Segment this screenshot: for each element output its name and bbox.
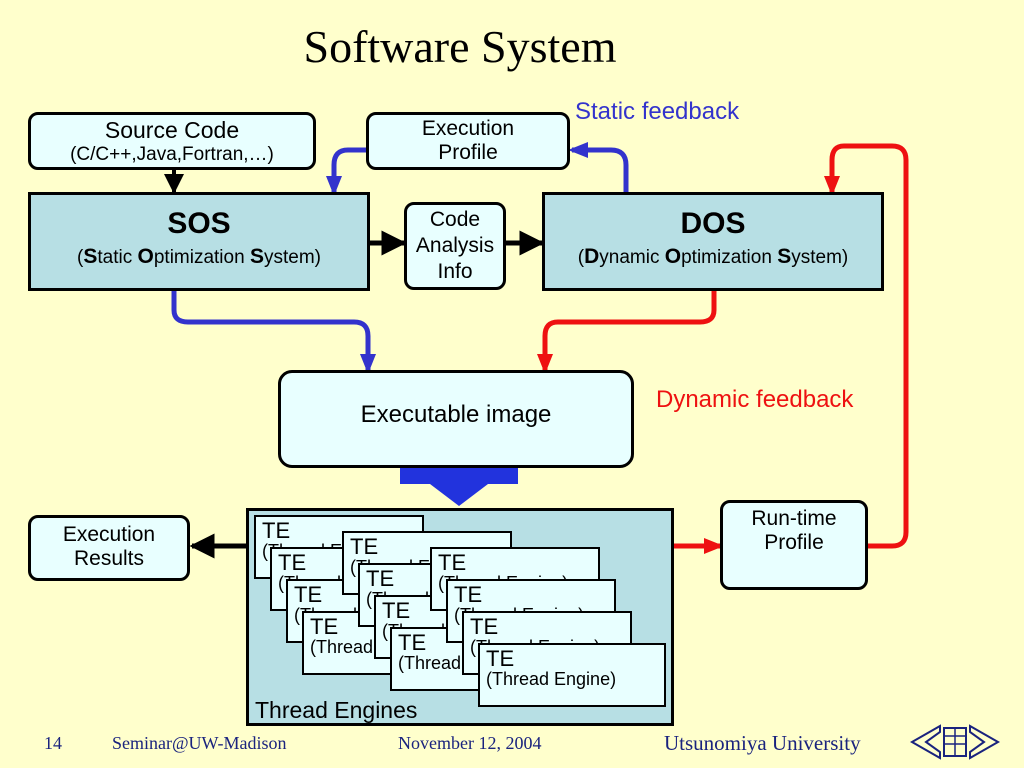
- thread-engines-label: Thread Engines: [255, 697, 418, 723]
- sos-subtitle: (Static Optimization System): [77, 245, 321, 268]
- source-code-title: Source Code: [104, 117, 240, 143]
- execution-profile-line1: Execution: [421, 117, 515, 140]
- dos-title: DOS: [680, 207, 746, 240]
- runtime-profile-line1: Run-time: [751, 507, 837, 530]
- page-number: 14: [44, 733, 62, 753]
- sos-box: SOS (Static Optimization System): [28, 192, 370, 291]
- static-feedback-label: Static feedback: [575, 98, 740, 125]
- dos-box: DOS (Dynamic Optimization System): [542, 192, 884, 291]
- seminar-label: Seminar@UW-Madison: [112, 733, 287, 753]
- execution-profile-line2: Profile: [438, 141, 498, 164]
- executable-image-box: Executable image: [278, 370, 634, 468]
- execution-results-box: Execution Results: [28, 515, 190, 581]
- arrow-dos-to-executable: [537, 290, 717, 374]
- arrow-runtime-to-dos: [824, 143, 909, 549]
- code-analysis-line2: Analysis: [415, 234, 495, 257]
- code-analysis-line3: Info: [437, 260, 473, 283]
- sos-title: SOS: [167, 207, 231, 240]
- date-label: November 12, 2004: [398, 733, 542, 753]
- code-analysis-line1: Code: [429, 208, 481, 231]
- runtime-profile-box: Run-time Profile: [720, 500, 868, 590]
- arrow-dos-to-execution-profile: [568, 142, 629, 192]
- dos-subtitle: (Dynamic Optimization System): [577, 245, 849, 268]
- big-down-arrow: [400, 468, 518, 506]
- university-label: Utsunomiya University: [664, 731, 861, 755]
- source-code-box: Source Code (C/C++,Java,Fortran,…): [28, 112, 316, 170]
- slide-title: Software System: [303, 21, 617, 72]
- runtime-profile-line2: Profile: [764, 531, 824, 554]
- thread-engine-card: TE(Thread Engine): [478, 643, 666, 707]
- execution-results-line2: Results: [73, 547, 145, 570]
- dynamic-feedback-label: Dynamic feedback: [656, 386, 854, 413]
- execution-results-line1: Execution: [62, 523, 156, 546]
- source-code-languages: (C/C++,Java,Fortran,…): [70, 144, 274, 165]
- executable-image-label: Executable image: [360, 401, 552, 428]
- arrow-execution-profile-to-sos: [326, 147, 366, 196]
- code-analysis-box: Code Analysis Info: [404, 202, 506, 290]
- execution-profile-box: Execution Profile: [366, 112, 570, 170]
- arrow-sos-to-executable: [171, 290, 376, 374]
